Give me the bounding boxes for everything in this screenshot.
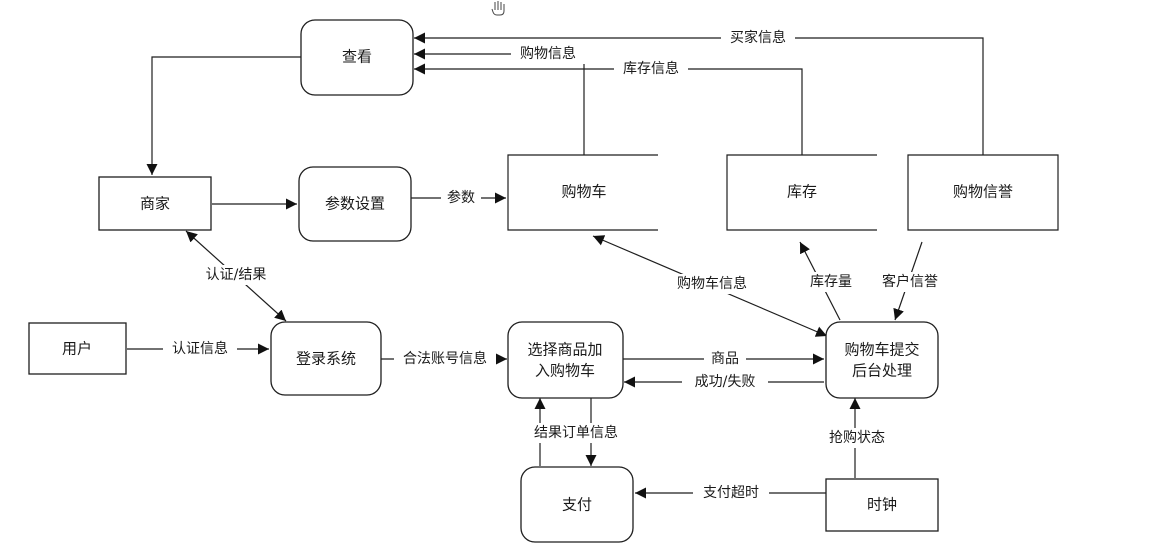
edge-rush-status-label: 抢购状态 (829, 429, 885, 446)
node-view (300, 19, 414, 96)
store-cart-label: 购物车 (561, 183, 606, 201)
edge-auth-info-label: 认证信息 (172, 340, 228, 357)
store-credit (907, 154, 1059, 231)
node-user (28, 322, 127, 375)
node-clock-label: 时钟 (867, 496, 897, 514)
edge-order-result-label: 结果订单信息 (534, 424, 618, 441)
node-merchant-label: 商家 (140, 195, 170, 213)
store-credit-label: 购物信誉 (953, 183, 1013, 201)
store-cart (507, 154, 658, 231)
node-param-setting-label: 参数设置 (325, 195, 385, 213)
node-param-setting (298, 166, 412, 242)
node-view-label: 查看 (342, 48, 372, 66)
node-login-label: 登录系统 (296, 350, 356, 368)
store-inventory-label: 库存 (787, 183, 817, 201)
edge-cart-info-label: 购物车信息 (677, 275, 747, 292)
node-user-label: 用户 (62, 340, 92, 358)
edge-success-fail-label: 成功/失败 (695, 374, 756, 390)
node-select-goods-label-2: 入购物车 (535, 362, 595, 380)
edge-pay-timeout-label: 支付超时 (703, 485, 759, 501)
edge-goods-label: 商品 (711, 351, 739, 367)
node-pay (520, 466, 634, 543)
edge-cart-info-top-label: 购物信息 (520, 45, 576, 62)
edge-stock-amount-label: 库存量 (810, 274, 852, 290)
node-clock (825, 478, 939, 532)
edge-params-label: 参数 (447, 189, 475, 206)
node-select-goods-label-1: 选择商品加 (527, 341, 602, 359)
hand-cursor-icon (491, 1, 505, 16)
edge-buyer-info-label: 买家信息 (730, 29, 786, 46)
node-select-goods (507, 321, 624, 399)
edge-stock-info-label: 库存信息 (623, 60, 679, 77)
edge-auth-result-label: 认证/结果 (206, 267, 267, 283)
node-pay-label: 支付 (562, 496, 592, 514)
node-submit-process-label-2: 后台处理 (852, 362, 912, 380)
edge-stock-info (414, 63, 803, 155)
store-inventory (726, 154, 877, 231)
edge-buyer-info (414, 32, 984, 155)
node-login (270, 321, 382, 396)
edge-view-merchant (146, 56, 301, 175)
node-submit-process (825, 321, 939, 399)
edge-legal-account-label: 合法账号信息 (403, 350, 487, 367)
edge-customer-credit-label: 客户信誉 (882, 273, 938, 290)
node-submit-process-label-1: 购物车提交 (844, 341, 919, 359)
node-merchant (98, 176, 212, 231)
